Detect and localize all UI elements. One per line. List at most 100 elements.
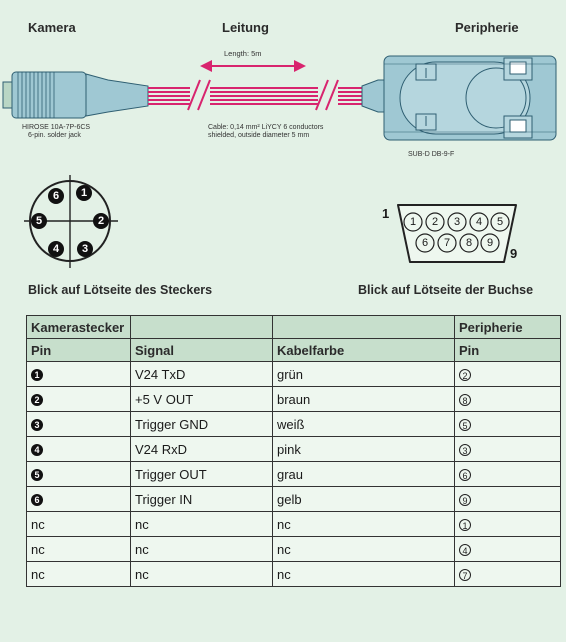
camera-pin-badge: 1 bbox=[31, 369, 43, 382]
camera-pin-badge: 5 bbox=[31, 469, 43, 482]
cell-signal: nc bbox=[130, 561, 273, 587]
table-row: 4 V24 RxD pink 3 bbox=[26, 436, 561, 462]
col-header-pin: Pin bbox=[26, 338, 131, 362]
cell-camera-pin: 3 bbox=[26, 411, 131, 437]
camera-pin-text: nc bbox=[31, 566, 45, 582]
cell-camera-pin: 5 bbox=[26, 461, 131, 487]
signal-text: V24 RxD bbox=[135, 441, 188, 457]
cable-color-text: nc bbox=[277, 566, 291, 582]
cell-peripheral-pin: 4 bbox=[454, 536, 561, 562]
socket-face-view bbox=[397, 204, 517, 263]
cable-header: Leitung bbox=[222, 20, 269, 35]
table-row: nc nc nc 4 bbox=[26, 536, 561, 562]
cell-cable-color: weiß bbox=[272, 411, 455, 437]
cell-camera-pin: 1 bbox=[26, 361, 131, 387]
socket-label-last: 9 bbox=[510, 246, 518, 261]
plug-desc-label: 6-pin. solder jack bbox=[28, 132, 81, 139]
cable-assembly-drawing bbox=[2, 55, 557, 268]
camera-pin-text: nc bbox=[31, 541, 45, 557]
socket-pin-6: 6 bbox=[421, 237, 429, 249]
table-row: 2+5 V OUT braun 8 bbox=[26, 386, 561, 412]
peripheral-pin-badge: 8 bbox=[459, 394, 471, 407]
cell-peripheral-pin: 7 bbox=[454, 561, 561, 587]
group-empty-2 bbox=[272, 315, 455, 339]
peripheral-pin-badge: 7 bbox=[459, 569, 471, 582]
cell-signal: +5 V OUT bbox=[130, 386, 273, 412]
cable-color-text: weiß bbox=[277, 416, 305, 432]
camera-pin-badge: 4 bbox=[31, 444, 43, 457]
cell-peripheral-pin: 1 bbox=[454, 511, 561, 537]
peripheral-pin-badge: 3 bbox=[459, 444, 471, 457]
plug-face-view bbox=[24, 175, 118, 268]
signal-text: nc bbox=[135, 516, 149, 532]
peripheral-pin-badge: 9 bbox=[459, 494, 471, 507]
socket-pin-4: 4 bbox=[475, 216, 483, 228]
group-peripheral-header: Peripherie bbox=[454, 315, 561, 339]
cell-cable-color: grau bbox=[272, 461, 455, 487]
cell-peripheral-pin: 6 bbox=[454, 461, 561, 487]
cable bbox=[148, 87, 362, 105]
cell-camera-pin: nc bbox=[26, 536, 131, 562]
cell-cable-color: gelb bbox=[272, 486, 455, 512]
cell-peripheral-pin: 8 bbox=[454, 386, 561, 412]
table-row: 6 Trigger IN gelb 9 bbox=[26, 486, 561, 512]
socket-pin-8: 8 bbox=[465, 237, 473, 249]
peripheral-pin-badge: 4 bbox=[459, 544, 471, 557]
socket-view-caption: Blick auf Lötseite der Buchse bbox=[358, 283, 534, 297]
subd-connector bbox=[361, 55, 557, 141]
camera-pin-text: nc bbox=[31, 516, 45, 532]
plug-view-caption: Blick auf Lötseite des Steckers bbox=[28, 283, 213, 297]
signal-text: nc bbox=[135, 541, 149, 557]
cable-color-text: nc bbox=[277, 516, 291, 532]
camera-pin-badge: 6 bbox=[31, 494, 43, 507]
plug-type-label: HIROSE 10A-7P-6CS bbox=[22, 124, 91, 131]
cable-color-text: nc bbox=[277, 541, 291, 557]
plug-pin-1: 1 bbox=[80, 187, 88, 199]
cell-camera-pin: nc bbox=[26, 561, 131, 587]
cable-color-text: pink bbox=[277, 441, 301, 457]
cell-peripheral-pin: 5 bbox=[454, 411, 561, 437]
pin-assignment-table: Kamerastecker Peripherie Pin Signal Kabe… bbox=[26, 315, 561, 587]
cable-spec-label-2: shielded, outside diameter 5 mm bbox=[208, 132, 310, 139]
table-group-header: Kamerastecker Peripherie bbox=[26, 315, 561, 339]
peripheral-pin-badge: 5 bbox=[459, 419, 471, 432]
cell-peripheral-pin: 3 bbox=[454, 436, 561, 462]
socket-pin-1: 1 bbox=[409, 216, 417, 228]
socket-pin-3: 3 bbox=[453, 216, 461, 228]
cell-signal: nc bbox=[130, 536, 273, 562]
cell-camera-pin: 2 bbox=[26, 386, 131, 412]
peripheral-pin-badge: 2 bbox=[459, 369, 471, 382]
cell-signal: V24 TxD bbox=[130, 361, 273, 387]
signal-text: Trigger GND bbox=[135, 416, 209, 432]
cell-camera-pin: nc bbox=[26, 511, 131, 537]
cell-camera-pin: 6 bbox=[26, 486, 131, 512]
cell-signal: V24 RxD bbox=[130, 436, 273, 462]
signal-text: nc bbox=[135, 566, 149, 582]
cell-cable-color: nc bbox=[272, 536, 455, 562]
group-camera-header: Kamerastecker bbox=[26, 315, 131, 339]
cell-cable-color: pink bbox=[272, 436, 455, 462]
cell-cable-color: nc bbox=[272, 511, 455, 537]
cell-cable-color: grün bbox=[272, 361, 455, 387]
signal-text: +5 V OUT bbox=[135, 391, 194, 407]
group-empty-1 bbox=[130, 315, 273, 339]
socket-label-first: 1 bbox=[382, 206, 390, 221]
cable-color-text: grau bbox=[277, 466, 304, 482]
cell-signal: Trigger GND bbox=[130, 411, 273, 437]
plug-pin-2: 2 bbox=[97, 215, 105, 227]
cell-peripheral-pin: 2 bbox=[454, 361, 561, 387]
cell-cable-color: braun bbox=[272, 386, 455, 412]
cell-cable-color: nc bbox=[272, 561, 455, 587]
plug-pin-3: 3 bbox=[81, 243, 89, 255]
peripheral-header: Peripherie bbox=[455, 20, 519, 35]
col-header-cable-color: Kabelfarbe bbox=[272, 338, 455, 362]
signal-text: Trigger IN bbox=[135, 491, 193, 507]
plug-pin-5: 5 bbox=[35, 215, 43, 227]
subd-type-label: SUB-D DB-9-F bbox=[408, 151, 455, 158]
cable-color-text: braun bbox=[277, 391, 311, 407]
socket-pin-9: 9 bbox=[486, 237, 494, 249]
col-header-signal: Signal bbox=[130, 338, 273, 362]
